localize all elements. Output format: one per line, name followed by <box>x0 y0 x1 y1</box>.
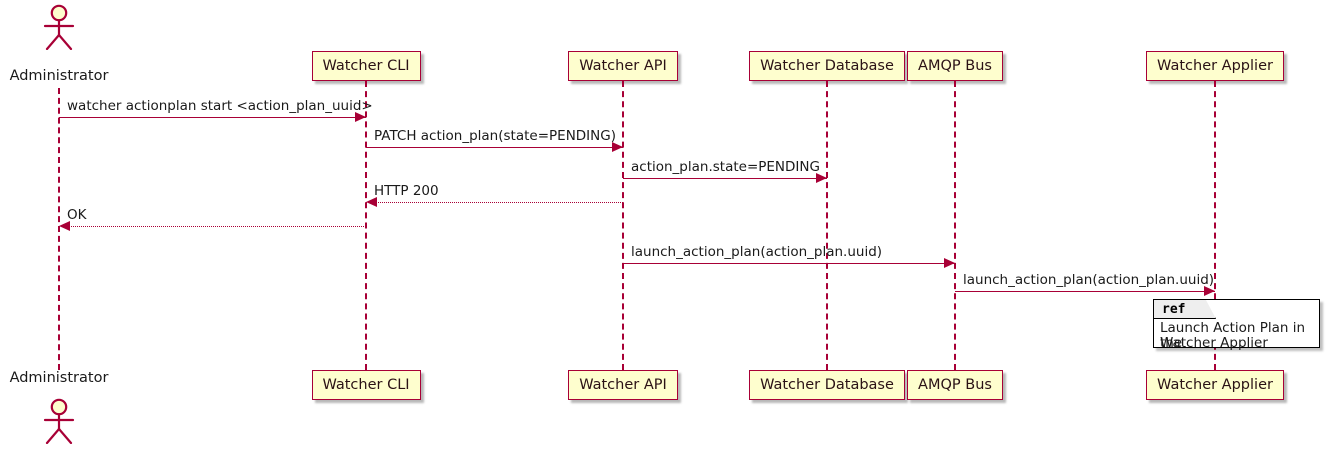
message-label-5: launch_action_plan(action_plan.uuid) <box>631 244 883 260</box>
message-line-3 <box>366 202 623 203</box>
message-line-6 <box>955 291 1215 292</box>
ref-fragment-text-line2: Watcher Applier <box>1160 335 1268 351</box>
participant-box-watcher-api[interactable]: Watcher API <box>568 51 678 81</box>
lifeline-watcher-api <box>622 81 624 370</box>
ref-fragment-keyword: ref <box>1154 300 1216 319</box>
arrow-head-4 <box>59 221 70 231</box>
message-label-0: watcher actionplan start <action_plan_uu… <box>67 98 373 114</box>
ref-fragment-text: Launch Action Plan in the <box>1160 320 1306 351</box>
participant-box-watcher-database[interactable]: Watcher Database <box>749 51 905 81</box>
message-label-4: OK <box>67 207 87 223</box>
lifeline-watcher-applier <box>1214 81 1216 370</box>
actor-label-top: Administrator <box>9 68 109 84</box>
lifeline-watcher-cli <box>365 81 367 370</box>
participant-box-bottom-watcher-applier[interactable]: Watcher Applier <box>1146 370 1284 400</box>
arrow-head-6 <box>1204 286 1215 296</box>
lifeline-watcher-database <box>826 81 828 370</box>
participant-box-bottom-watcher-api[interactable]: Watcher API <box>568 370 678 400</box>
actor-label-bottom: Administrator <box>9 370 109 386</box>
message-line-2 <box>623 178 827 179</box>
arrow-head-2 <box>816 173 827 183</box>
participant-box-bottom-watcher-cli[interactable]: Watcher CLI <box>311 370 421 400</box>
participant-box-watcher-cli[interactable]: Watcher CLI <box>311 51 421 81</box>
arrow-head-1 <box>612 142 623 152</box>
arrow-head-3 <box>366 197 377 207</box>
message-line-0 <box>59 117 366 118</box>
message-label-1: PATCH action_plan(state=PENDING) <box>374 128 616 144</box>
actor-figure-top <box>37 4 81 51</box>
lifeline-amqp-bus <box>954 81 956 370</box>
participant-box-bottom-amqp-bus[interactable]: AMQP Bus <box>907 370 1003 400</box>
actor-figure-bottom <box>37 398 81 445</box>
message-label-3: HTTP 200 <box>374 183 439 199</box>
message-label-6: launch_action_plan(action_plan.uuid) <box>963 272 1215 288</box>
participant-box-bottom-watcher-database[interactable]: Watcher Database <box>749 370 905 400</box>
message-label-2: action_plan.state=PENDING <box>631 159 820 175</box>
message-line-4 <box>59 226 366 227</box>
message-line-5 <box>623 263 955 264</box>
arrow-head-5 <box>944 258 955 268</box>
participant-box-amqp-bus[interactable]: AMQP Bus <box>907 51 1003 81</box>
arrow-head-0 <box>355 112 366 122</box>
message-line-1 <box>366 147 623 148</box>
participant-box-watcher-applier[interactable]: Watcher Applier <box>1146 51 1284 81</box>
